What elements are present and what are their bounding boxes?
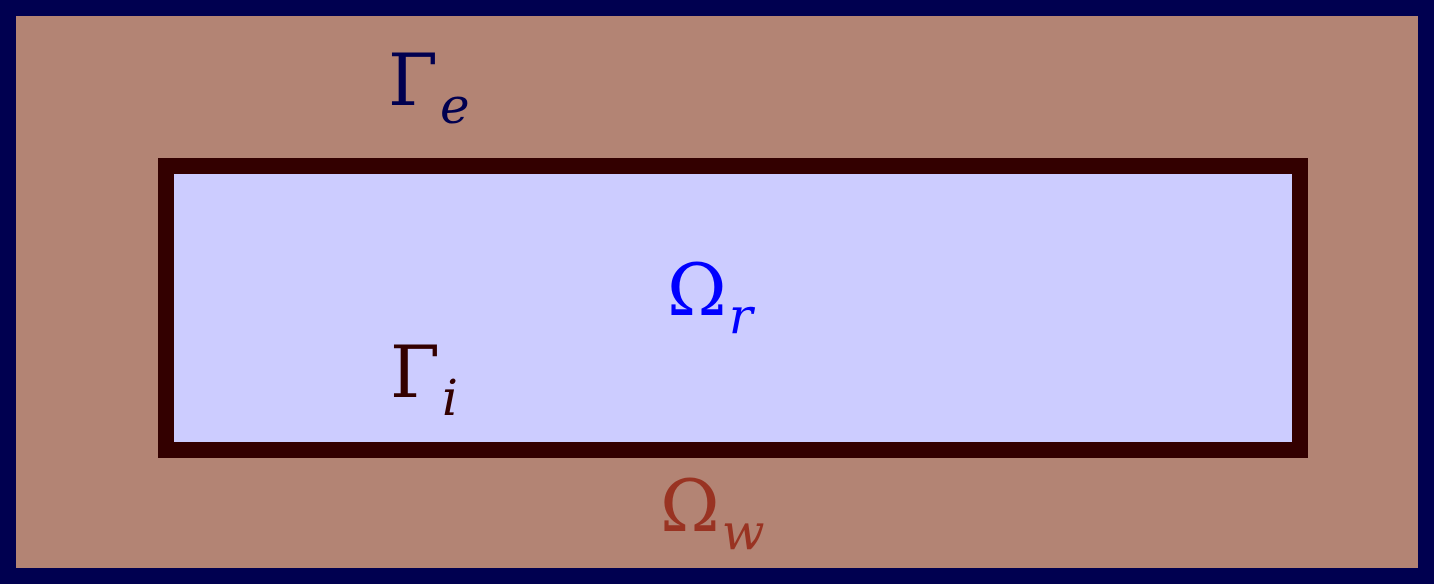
omega-r-symbol: Ω <box>667 248 727 332</box>
label-gamma-e: Γe <box>388 44 470 131</box>
label-omega-w: Ωw <box>660 470 765 557</box>
wall-domain <box>16 16 1418 568</box>
interior-domain <box>158 158 1308 458</box>
omega-w-subscript: w <box>721 503 765 561</box>
gamma-e-symbol: Γ <box>388 38 438 122</box>
omega-w-symbol: Ω <box>660 464 720 548</box>
label-omega-r: Ωr <box>667 254 753 341</box>
gamma-i-subscript: i <box>441 369 458 427</box>
gamma-i-symbol: Γ <box>390 330 440 414</box>
label-gamma-i: Γi <box>390 336 458 423</box>
gamma-e-subscript: e <box>439 77 470 135</box>
omega-r-subscript: r <box>728 287 753 345</box>
